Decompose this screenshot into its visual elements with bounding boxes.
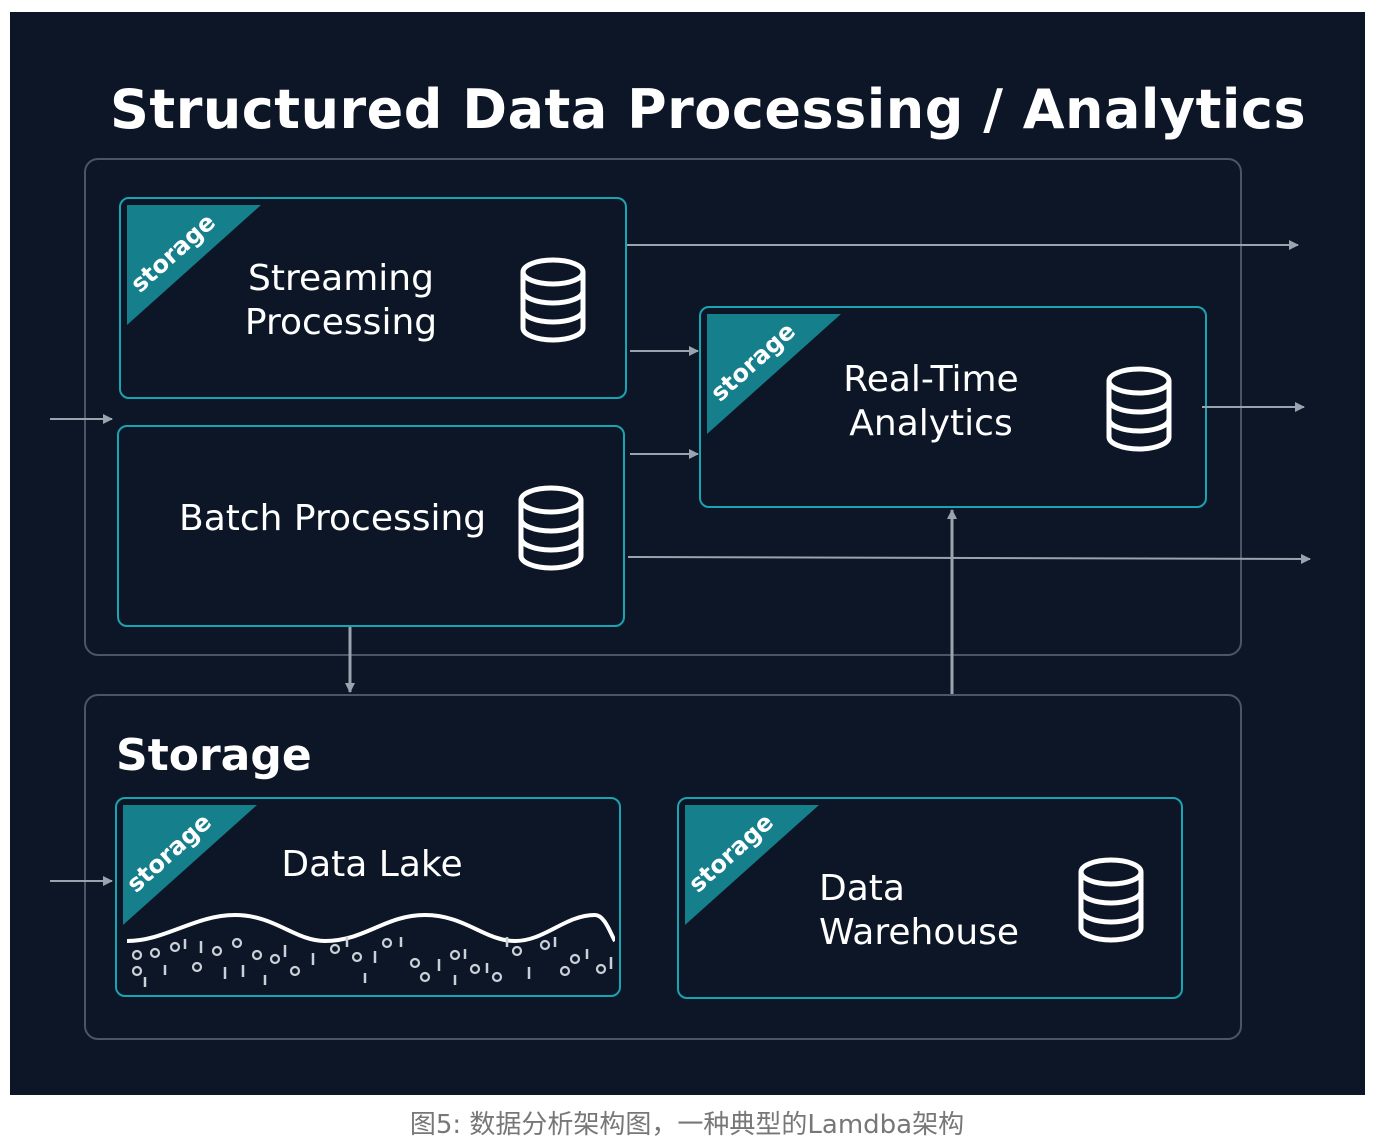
storage-group: [84, 694, 1242, 1040]
storage-ribbon: storage: [123, 805, 257, 925]
storage-ribbon: storage: [127, 205, 261, 325]
figure-caption: 图5: 数据分析架构图，一种典型的Lamdba架构: [409, 1110, 965, 1140]
data-warehouse-box: storage Data Warehouse: [677, 797, 1183, 999]
data-lake-label: Data Lake: [281, 844, 463, 885]
realtime-analytics-box: storage Real-Time Analytics: [699, 306, 1207, 508]
streaming-processing-box: storage Streaming Processing: [119, 197, 627, 399]
data-warehouse-label: Data Warehouse: [819, 868, 1020, 953]
storage-ribbon: storage: [685, 805, 819, 925]
binary-wave-icon: [125, 907, 617, 995]
batch-processing-label: Batch Processing: [179, 498, 487, 539]
storage-ribbon: storage: [707, 314, 841, 434]
diagram-title: Structured Data Processing / Analytics: [110, 78, 1307, 141]
database-icon: [1077, 857, 1145, 948]
storage-group-title: Storage: [116, 730, 312, 781]
database-icon: [519, 257, 587, 348]
database-icon: [1105, 366, 1173, 457]
database-icon: [517, 485, 585, 576]
batch-processing-box: Batch Processing: [117, 425, 625, 627]
realtime-analytics-label: Real-Time Analytics: [843, 359, 1019, 444]
data-lake-box: storage Data Lake: [115, 797, 621, 997]
streaming-processing-label: Streaming Processing: [244, 258, 438, 343]
